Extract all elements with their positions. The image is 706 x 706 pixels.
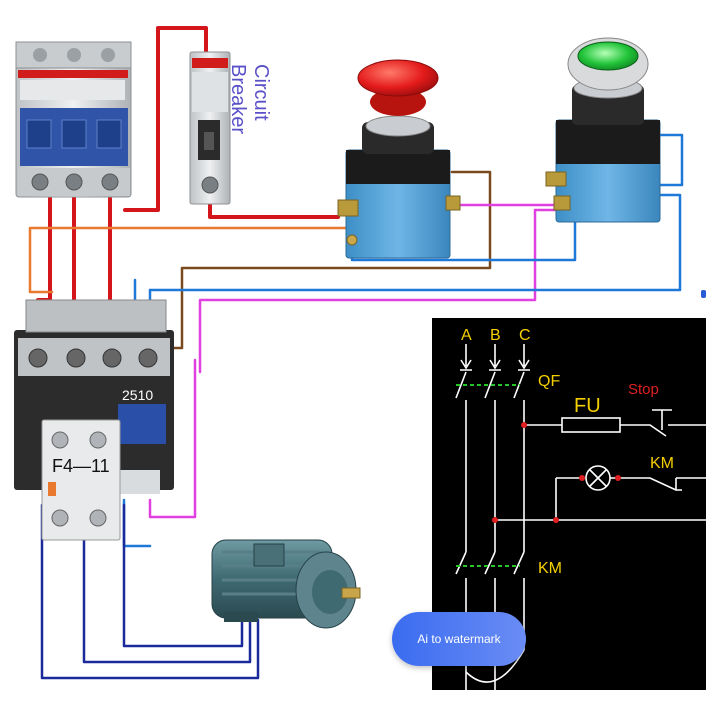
wire-red-breaker-to-stop — [208, 203, 340, 219]
wire-red-breaker-feed — [123, 26, 208, 212]
breaker-label-line1: Circuit — [250, 64, 272, 121]
phase-a-label: A — [461, 327, 472, 344]
ai-to-watermark-button[interactable]: Ai to watermark — [392, 612, 526, 666]
stop-label: Stop — [628, 381, 659, 398]
km-contact-label: KM — [650, 455, 674, 472]
wire-navy-3 — [122, 503, 244, 648]
electric-motor — [211, 539, 361, 629]
wire-orange — [28, 226, 354, 294]
wire-magenta-2 — [198, 208, 562, 374]
three-pole-breaker — [15, 41, 132, 198]
stop-push-button[interactable] — [337, 59, 461, 259]
phase-c-label: C — [519, 327, 531, 344]
wire-magenta-3 — [148, 358, 197, 519]
edge-marker — [701, 290, 706, 298]
phase-b-label: B — [490, 327, 501, 344]
control-schematic: A B C — [432, 318, 706, 690]
wire-navy-2 — [82, 503, 252, 664]
single-pole-breaker: Circuit Breaker — [189, 51, 272, 205]
wire-blue-3 — [148, 193, 682, 292]
wire-navy-1 — [40, 503, 260, 680]
fu-label: FU — [574, 395, 601, 417]
auxiliary-contact-block: F4—11 — [41, 419, 121, 541]
wire-blue-4 — [658, 133, 684, 187]
start-push-button[interactable] — [545, 37, 661, 223]
contactor-model: 2510 — [122, 387, 153, 403]
wire-blue-6 — [122, 498, 152, 548]
km-main-contact-label: KM — [538, 560, 562, 577]
relay-model: F4—11 — [52, 456, 110, 476]
qf-label: QF — [538, 373, 560, 390]
breaker-label-line2: Breaker — [227, 64, 249, 134]
